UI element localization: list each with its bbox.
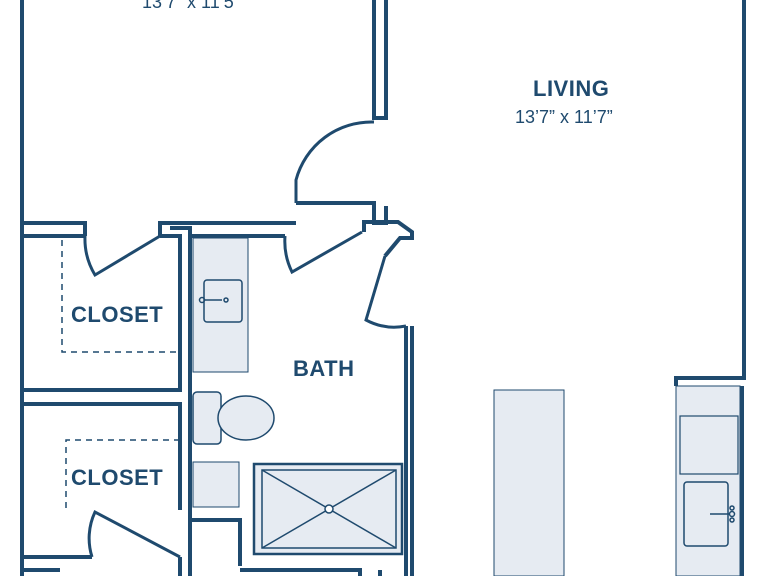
living-room-label: LIVING <box>533 76 610 101</box>
living-right-wall <box>674 0 746 386</box>
bath-door-lower <box>364 255 407 329</box>
sink-icon <box>198 279 243 323</box>
closet-lower-top <box>22 402 182 510</box>
bath-vanity <box>192 237 249 373</box>
closet-upper-right <box>22 234 182 392</box>
bath-door-upper <box>283 230 363 275</box>
closet-lower-label: CLOSET <box>71 465 164 490</box>
walls <box>20 0 746 576</box>
toilet-icon <box>192 391 275 445</box>
kitchen-island <box>493 389 565 576</box>
shower-icon <box>252 462 404 556</box>
shower-base <box>190 518 242 566</box>
dishwasher <box>679 415 739 475</box>
kitchen-sink-icon <box>683 481 736 547</box>
closet-lower-door <box>87 509 181 559</box>
bath-cabinet <box>192 461 240 508</box>
bedroom-door <box>294 120 375 203</box>
closet-lower-shelf <box>65 439 178 508</box>
top-left-room-dimensions: 13’7” x 11’5” <box>142 0 240 12</box>
bottom-stub-mid <box>240 568 362 576</box>
closet-upper-shelf <box>61 240 178 353</box>
kitchen-counter <box>675 385 741 576</box>
door-swings <box>83 120 407 559</box>
bath-top-wall-right <box>362 220 414 258</box>
bedroom-living-partition <box>372 0 388 120</box>
bedroom-bottom-wall-right <box>158 221 296 236</box>
bath-label: BATH <box>293 356 355 381</box>
bedroom-bottom-wall <box>22 221 87 236</box>
closet-upper-door <box>83 234 161 278</box>
bath-top-wall <box>170 226 285 238</box>
living-room-dimensions: 13’7” x 11’7” <box>515 107 613 127</box>
closet-upper-label: CLOSET <box>71 302 164 327</box>
